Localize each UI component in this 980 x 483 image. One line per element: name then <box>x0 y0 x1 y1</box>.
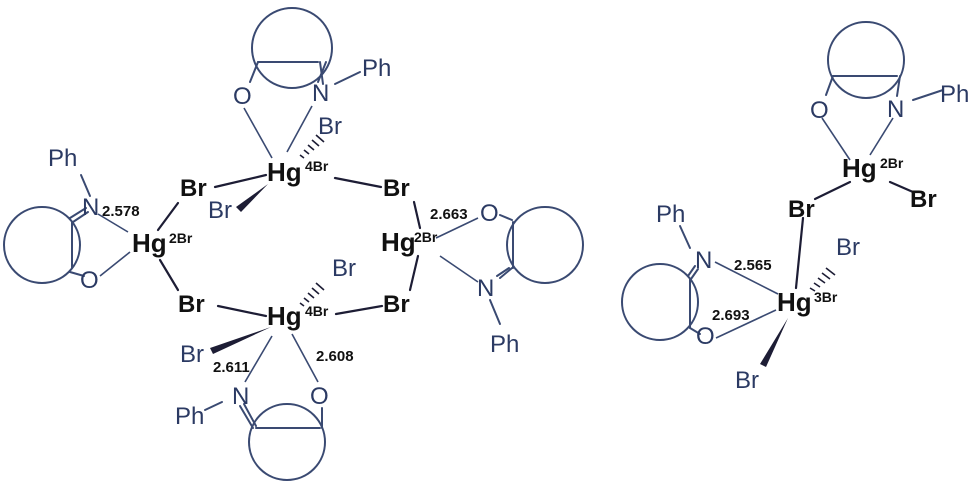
bond-hgleft-brtop <box>156 201 180 232</box>
wedge-bond-bottom <box>210 327 271 354</box>
wedge-bond-top <box>236 184 268 212</box>
atom-o-right: O <box>480 200 499 227</box>
atom-br-wedge-lower: Br <box>735 367 759 394</box>
bond-brbridge-hg3br <box>794 216 805 290</box>
svg-text:Hg: Hg <box>381 227 416 257</box>
hash-bond-top <box>299 134 325 159</box>
atom-br-terminal-upper: Br <box>910 186 937 213</box>
atom-hg4br-bottom: Hg 4Br <box>267 301 329 331</box>
atom-ph-lower: Ph <box>656 201 685 228</box>
bond-hg2br-brbridge <box>813 180 852 201</box>
distance-label-bottom-right: 2.608 <box>316 348 354 365</box>
svg-text:3Br: 3Br <box>814 289 838 305</box>
svg-text:2Br: 2Br <box>414 229 438 245</box>
atom-ph-right: Ph <box>490 331 519 358</box>
atom-br-right-bottom: Br <box>383 291 410 318</box>
ligand-ring-lower <box>621 263 699 341</box>
svg-text:4Br: 4Br <box>305 158 329 174</box>
atom-br-terminal-bottom-wedge: Br <box>180 341 204 368</box>
atom-n-top: N <box>312 80 329 107</box>
atom-hg2br-left: Hg 2Br <box>132 228 193 258</box>
atom-n-upper: N <box>887 96 904 123</box>
svg-text:Hg: Hg <box>132 228 167 258</box>
bond-hgbottom-brright <box>334 304 384 316</box>
ligand-top <box>243 61 361 159</box>
atom-hg2br-right: Hg 2Br <box>381 227 438 257</box>
svg-text:Hg: Hg <box>267 157 302 187</box>
atom-br-terminal-top-wedge: Br <box>208 197 232 224</box>
atom-n-bottom: N <box>232 383 249 410</box>
bond-hg2br-brterminal <box>888 180 915 194</box>
atom-o-top: O <box>233 83 252 110</box>
atom-br-left-top: Br <box>180 175 207 202</box>
tetranuclear-complex: O N Ph Ph N O O N Ph N Ph O Br Br Br Br … <box>3 7 584 481</box>
bond-hgright-brbottom <box>408 254 420 292</box>
ligand-left <box>69 174 131 277</box>
atom-br-left-bottom: Br <box>178 291 205 318</box>
distance-label-bottom-left: 2.611 <box>213 359 250 376</box>
atom-hg4br-top: Hg 4Br <box>267 157 329 187</box>
svg-text:Hg: Hg <box>267 301 302 331</box>
atom-br-right-top: Br <box>383 175 410 202</box>
bond-hgbottom-brleft <box>216 304 268 318</box>
atom-br-terminal-top-hash: Br <box>318 113 342 140</box>
ligand-upper <box>821 75 944 161</box>
ligand-ring-upper <box>827 21 905 99</box>
ligand-ring-top <box>251 7 333 89</box>
distance-label-right: 2.663 <box>430 206 468 223</box>
dinuclear-complex: O N Ph Ph N O Br Br Br Br Hg 2Br Hg 3Br … <box>621 21 969 394</box>
ligand-ring-right <box>506 206 584 284</box>
atom-n-right: N <box>477 275 494 302</box>
atom-br-hash-lower: Br <box>836 234 860 261</box>
atom-ph-left: Ph <box>48 145 77 172</box>
atom-ph-top: Ph <box>362 55 391 82</box>
wedge-bond-hg3br <box>760 318 788 367</box>
svg-text:4Br: 4Br <box>305 303 329 319</box>
ligand-bottom <box>204 333 323 429</box>
bond-hgleft-brbottom <box>158 258 180 292</box>
ligand-lower <box>679 225 779 339</box>
atom-o-left: O <box>80 267 99 294</box>
bond-hgright-brtop <box>412 200 422 230</box>
atom-o-lower: O <box>696 323 715 350</box>
hash-bond-bottom <box>299 282 325 307</box>
atom-o-bottom: O <box>310 383 329 410</box>
distance-label-upper-right: 2.565 <box>734 257 772 274</box>
svg-text:Hg: Hg <box>777 287 812 317</box>
ligand-right <box>435 214 514 325</box>
atom-ph-upper: Ph <box>940 81 969 108</box>
ligand-ring-bottom <box>248 403 326 481</box>
bond-hgtop-brleft <box>213 173 268 189</box>
svg-text:2Br: 2Br <box>880 155 904 171</box>
atom-n-lower: N <box>695 247 712 274</box>
distance-label-lower-right: 2.693 <box>712 307 750 324</box>
atom-hg3br: Hg 3Br <box>777 287 838 317</box>
svg-text:2Br: 2Br <box>169 230 193 246</box>
distance-label-left: 2.578 <box>102 203 140 220</box>
atom-br-terminal-bottom-hash: Br <box>332 255 356 282</box>
atom-ph-bottom: Ph <box>175 403 204 430</box>
svg-text:Hg: Hg <box>842 153 877 183</box>
atom-n-left: N <box>82 194 99 221</box>
ligand-ring-left <box>3 206 81 284</box>
bond-hgtop-brright <box>333 176 383 189</box>
atom-br-bridge: Br <box>788 196 815 223</box>
atom-o-upper: O <box>810 97 829 124</box>
atom-hg2br-upper: Hg 2Br <box>842 153 904 183</box>
hash-bond-hg3br <box>809 267 836 292</box>
